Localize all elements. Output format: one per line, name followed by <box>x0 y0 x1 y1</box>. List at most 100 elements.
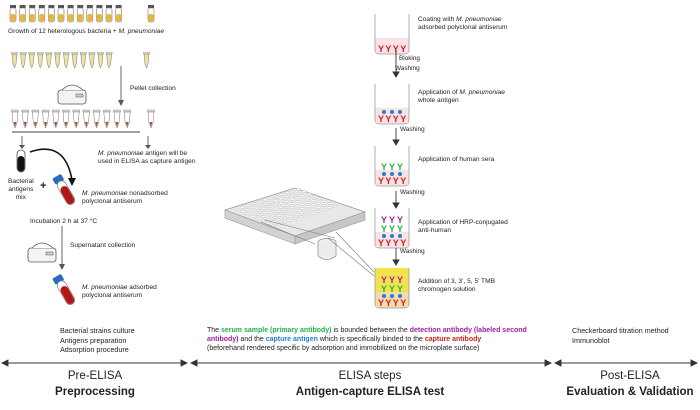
serum-tube-adsorbed <box>52 274 76 305</box>
curved-arrow <box>29 148 76 186</box>
plate-well <box>332 204 338 208</box>
culture-tube <box>96 5 103 23</box>
zoom-lines <box>327 232 375 277</box>
wash-arrows <box>392 50 400 266</box>
plate-well <box>266 213 272 217</box>
plate-well <box>272 207 278 211</box>
growth-label: Growth of 12 heterologous bacteria + M. … <box>8 28 164 35</box>
culture-tube <box>86 5 94 23</box>
plate-well <box>289 198 295 201</box>
serum-antibody-mark: Y <box>381 284 387 294</box>
plate-well <box>266 217 271 221</box>
mix-arrow <box>19 136 25 149</box>
capture-antigen-mark <box>390 234 394 238</box>
eppendorf-tube <box>97 52 104 69</box>
capture-antibody-mark: Y <box>400 44 406 54</box>
plate-well <box>282 220 287 224</box>
pellet-tube <box>103 109 111 129</box>
plate-well <box>305 209 310 213</box>
plate-well <box>304 213 310 217</box>
plate-well <box>279 197 284 201</box>
pellet-tube <box>147 109 155 129</box>
serum-antibody-mark: Y <box>397 284 403 294</box>
serum-antibody-mark: Y <box>389 284 395 294</box>
mix-tube <box>16 149 26 173</box>
plate-well <box>296 187 301 191</box>
detection-antibody-mark: Y <box>389 275 395 285</box>
antigen-arrow <box>145 136 151 149</box>
plate-well <box>306 192 312 196</box>
plate-well <box>272 211 277 215</box>
capture-antibody-mark: Y <box>400 176 406 186</box>
eppendorf-tube <box>37 52 44 69</box>
capture-antibody-mark: Y <box>393 44 399 54</box>
serum-antibody-mark: Y <box>397 224 403 234</box>
pellet-tube <box>31 109 40 129</box>
eppendorf-tube <box>143 52 150 69</box>
plate-well <box>262 202 267 206</box>
serum-antibody-mark: Y <box>389 224 395 234</box>
plate-well <box>295 196 301 199</box>
plate-well <box>288 210 294 214</box>
plate-well <box>288 214 293 218</box>
plate-well <box>251 206 256 210</box>
plate-well <box>283 208 289 211</box>
plate-well <box>261 211 266 214</box>
plate-well <box>278 201 284 205</box>
culture-tube <box>19 5 26 23</box>
detection-antibody-mark: Y <box>397 215 403 225</box>
plate-well <box>301 194 306 198</box>
eppendorf-tube <box>45 52 53 69</box>
plate-well <box>266 222 271 225</box>
pellet-tube <box>82 109 91 129</box>
pellet-tube <box>52 109 60 129</box>
plate-well <box>267 209 272 213</box>
plate-well <box>290 193 295 197</box>
plate-well <box>315 210 321 213</box>
detection-antibody-mark: Y <box>381 215 387 225</box>
pellet-tube <box>92 109 101 129</box>
plate-well <box>294 204 300 208</box>
plate-well <box>277 210 283 213</box>
capture-antigen-mark <box>398 110 402 114</box>
plate-well <box>317 197 322 201</box>
plate-well <box>260 219 266 223</box>
culture-tube <box>115 5 122 23</box>
eppendorf-tube <box>71 52 78 69</box>
capture-antigen-mark <box>390 294 394 298</box>
capture-antibody-mark: Y <box>393 238 399 248</box>
pellet-tube <box>11 109 19 129</box>
plate-well <box>245 212 250 216</box>
plus-sign: + <box>40 180 47 192</box>
nonadsorbed-label: M. pneumoniae nonadsorbed polyclonal ant… <box>82 190 168 206</box>
plate-well <box>311 203 316 207</box>
plate-well <box>256 204 262 208</box>
capture-antibody-mark: Y <box>385 298 391 308</box>
capture-antigen-mark <box>398 172 402 176</box>
detection-antibody-mark: Y <box>389 215 395 225</box>
pellet-arrow <box>118 66 124 106</box>
step-3-text: Application of human sera <box>418 156 495 163</box>
plate-well <box>285 191 290 195</box>
incubation-label: Incubation 2 h at 37 °C <box>30 218 98 225</box>
eppendorf-tube <box>19 52 27 69</box>
plate-well <box>321 208 327 211</box>
capture-antigen-mark <box>398 294 402 298</box>
plate-well <box>294 208 299 212</box>
plate-well <box>234 207 240 211</box>
capture-antibody-mark: Y <box>378 114 384 124</box>
plate-well <box>257 200 262 204</box>
plate-well <box>268 196 273 200</box>
antigen-note: M. pneumoniae antigen will be used in EL… <box>98 150 196 166</box>
capture-antigen-mark <box>382 172 386 176</box>
bloking-label: Bloking <box>399 55 420 62</box>
plate-well <box>240 210 245 213</box>
plate-well <box>245 208 250 211</box>
plate-well <box>289 202 295 205</box>
plate-well <box>310 211 315 215</box>
centrifuge-icon <box>57 84 87 105</box>
pellet-tube <box>113 109 121 129</box>
plate-well <box>321 204 327 207</box>
capture-antibody-mark: Y <box>400 298 406 308</box>
capture-antibody-mark: Y <box>385 238 391 248</box>
